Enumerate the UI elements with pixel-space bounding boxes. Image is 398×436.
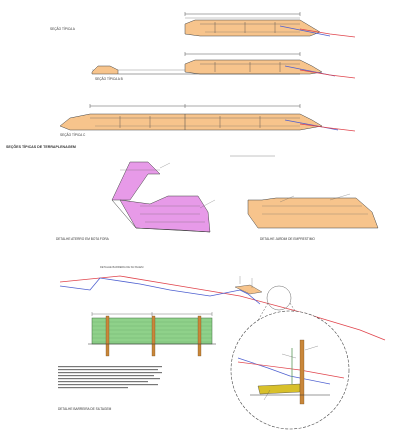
aterro-detail-title: DETALHE ATERRO EM BOTA FORA — [56, 237, 110, 241]
section-ab-drawing — [91, 52, 356, 79]
section-c-label: SEÇÃO TÍPICA C — [60, 132, 86, 137]
jardim-detail-drawing — [247, 193, 379, 229]
section-a-label: SEÇÃO TÍPICA A — [50, 26, 76, 31]
barreira-elevation — [88, 312, 216, 357]
jardim-detail-title: DETALHE JARDIM DE EMPRESTIMO — [260, 237, 315, 241]
circle-detail — [230, 310, 350, 430]
sections-main-title: SEÇÕES TÍPICAS DE TERRAPLENAGEM — [6, 144, 76, 149]
profile-note-1: DETALHE BARREIRA DE SILTAGEM — [100, 265, 143, 269]
section-ab-label: SEÇÃO TÍPICA A B — [95, 76, 123, 81]
aterro-detail-drawing — [111, 161, 216, 233]
section-a-drawing — [184, 12, 356, 38]
notes-block — [58, 366, 162, 389]
barreira-detail-title: DETALHE BARREIRA DE SILTAGEM — [58, 407, 112, 411]
section-c-drawing — [59, 104, 356, 132]
